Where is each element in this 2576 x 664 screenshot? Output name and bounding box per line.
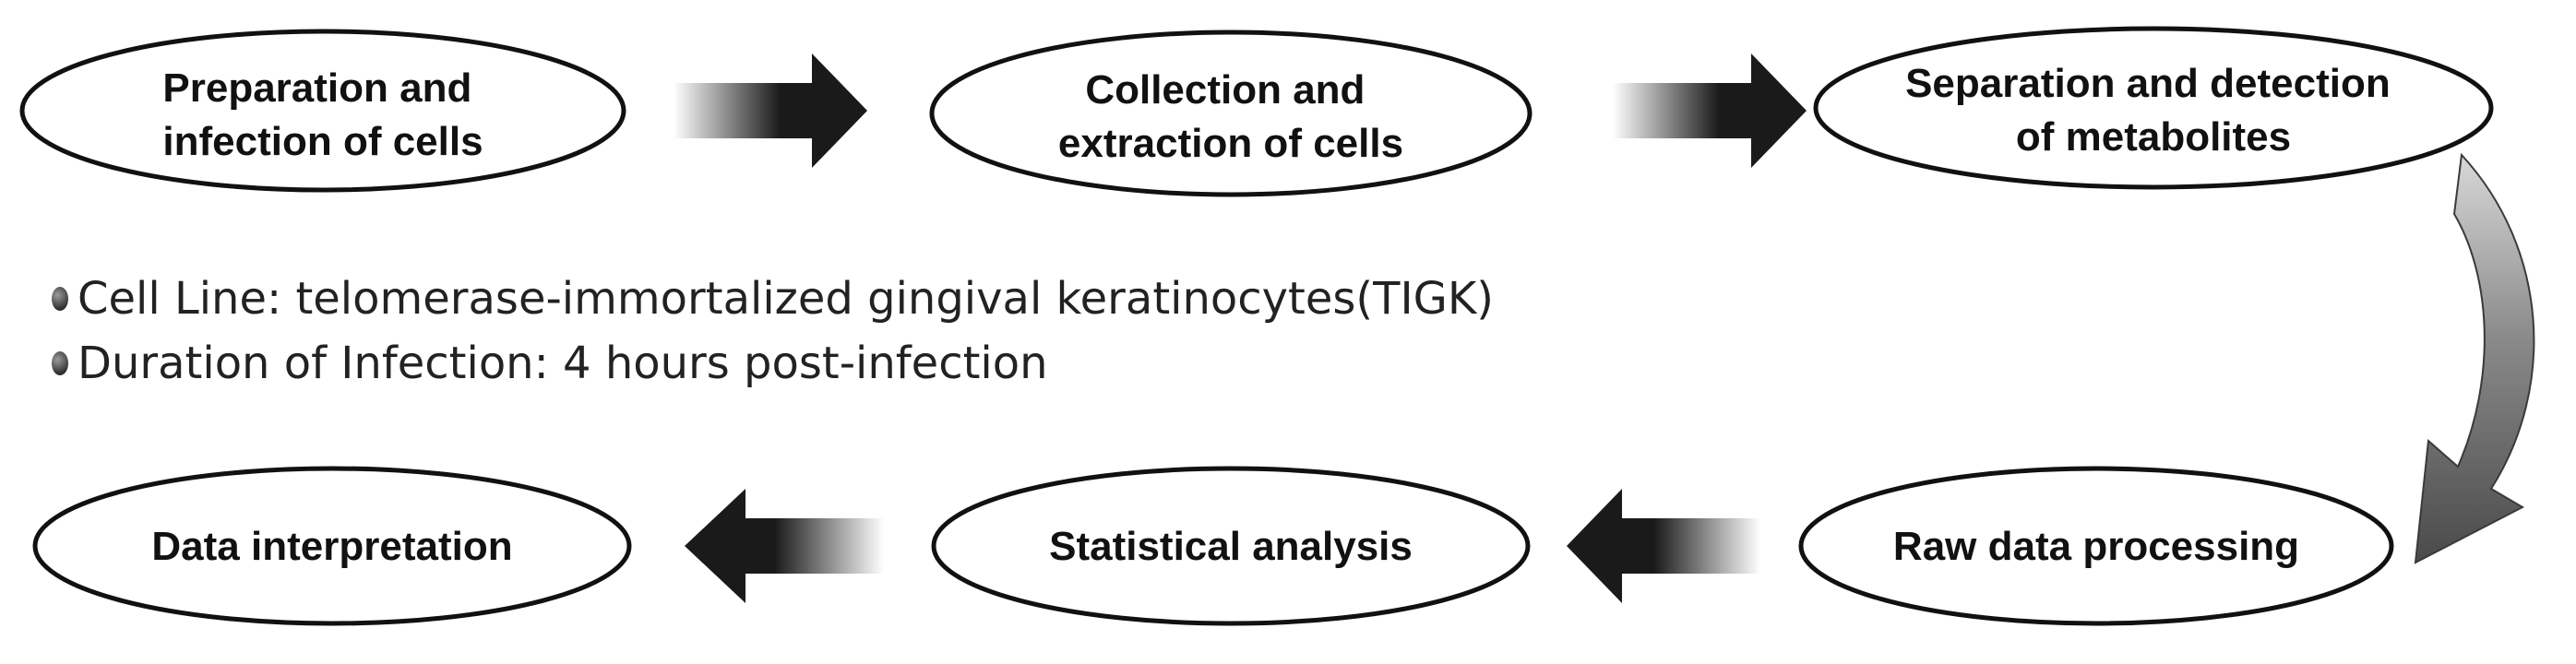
step-label: Raw data processing xyxy=(1893,524,2299,569)
step-label: Data interpretation xyxy=(151,524,512,569)
step-label-line: Preparation and xyxy=(162,65,471,111)
note-duration: Duration of Infection: 4 hours post-infe… xyxy=(52,338,1048,389)
step-label-line: Data interpretation xyxy=(151,524,512,569)
note-text: Cell Line: telomerase-immortalized gingi… xyxy=(78,273,1495,325)
arrow-left-icon xyxy=(1567,489,1760,603)
arrow-left-icon xyxy=(685,489,884,603)
step-label-line: Statistical analysis xyxy=(1049,524,1413,569)
step-label: Preparation and infection of cells xyxy=(162,65,483,164)
arrow-right-icon xyxy=(674,53,867,168)
bullet-icon xyxy=(52,287,68,311)
step-node-5: Statistical analysis xyxy=(931,466,1531,626)
step-ellipse xyxy=(19,29,626,193)
step-node-4: Raw data processing xyxy=(1798,466,2394,626)
step-label-line: infection of cells xyxy=(162,119,483,164)
step-label: Separation and detection of metabolites xyxy=(1905,61,2402,160)
step-node-1: Preparation and infection of cells xyxy=(19,29,626,193)
step-node-2: Collection and extraction of cells xyxy=(929,30,1532,197)
step-node-6: Data interpretation xyxy=(32,466,632,626)
step-label-line: extraction of cells xyxy=(1058,121,1403,166)
step-label: Statistical analysis xyxy=(1049,524,1413,569)
step-ellipse xyxy=(32,466,632,626)
note-text: Duration of Infection: 4 hours post-infe… xyxy=(78,338,1048,389)
step-label-line: Collection and xyxy=(1085,67,1365,113)
step-node-3: Separation and detection of metabolites xyxy=(1813,26,2494,190)
step-ellipse xyxy=(931,466,1531,626)
step-label-line: Separation and detection xyxy=(1905,61,2391,106)
note-cell-line: Cell Line: telomerase-immortalized gingi… xyxy=(52,273,1494,325)
step-ellipse xyxy=(1798,466,2394,626)
arrow-right-icon xyxy=(1613,53,1807,168)
curved-arrow-icon xyxy=(2414,152,2535,564)
step-ellipse xyxy=(1813,26,2494,190)
bullet-icon xyxy=(52,351,68,375)
step-ellipse xyxy=(929,30,1532,197)
step-label: Collection and extraction of cells xyxy=(1058,67,1403,166)
step-label-line: of metabolites xyxy=(2016,114,2291,160)
step-label-line: Raw data processing xyxy=(1893,524,2299,569)
